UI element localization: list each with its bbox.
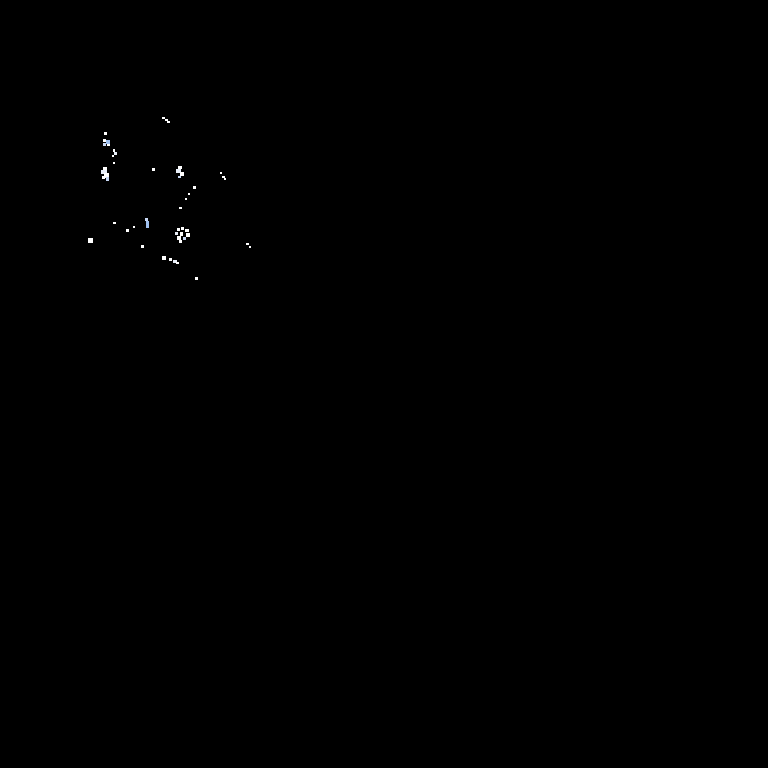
- mask-blob: [102, 176, 105, 179]
- mask-blob: [106, 140, 110, 144]
- mask-blob: [175, 232, 178, 235]
- mask-blob: [179, 207, 182, 209]
- mask-blob: [188, 193, 190, 195]
- mask-blob: [112, 155, 114, 157]
- mask-blob: [180, 172, 184, 176]
- mask-blob: [183, 237, 186, 240]
- mask-blob: [186, 233, 190, 237]
- mask-blob: [178, 176, 181, 178]
- mask-blob: [179, 240, 182, 243]
- mask-blob: [185, 229, 189, 232]
- mask-blob: [173, 260, 177, 263]
- mask-blob: [222, 176, 225, 178]
- mask-blob: [106, 177, 109, 181]
- mask-blob: [101, 170, 107, 174]
- mask-blob: [180, 232, 183, 236]
- mask-blob: [178, 166, 182, 169]
- mask-blob: [145, 218, 148, 221]
- mask-blob: [165, 119, 168, 121]
- mask-blob: [146, 221, 149, 228]
- mask-blob: [103, 167, 107, 170]
- mask-blob: [104, 173, 109, 178]
- mask-blob: [141, 245, 144, 248]
- mask-blob: [176, 262, 179, 264]
- mask-blob: [176, 169, 181, 173]
- mask-blob: [181, 227, 184, 230]
- mask-blob: [162, 117, 165, 119]
- mask-blob: [113, 149, 115, 152]
- mask-blob: [107, 144, 110, 146]
- mask-blob: [177, 228, 180, 231]
- mask-blob: [113, 222, 116, 224]
- mask-blob: [104, 132, 107, 135]
- mask-blob: [152, 168, 155, 171]
- mask-blob: [103, 143, 106, 146]
- mask-blob: [249, 246, 251, 248]
- mask-blob: [113, 162, 115, 164]
- mask-blob: [88, 238, 93, 243]
- mask-blob: [126, 229, 129, 232]
- mask-blob: [162, 256, 166, 260]
- mask-blob: [169, 258, 172, 261]
- mask-blob: [195, 277, 198, 280]
- mask-blob: [193, 186, 196, 189]
- mask-blob: [114, 152, 117, 155]
- mask-blob: [133, 226, 135, 228]
- mask-blob: [220, 172, 222, 174]
- mask-blob: [185, 198, 187, 200]
- mask-blob: [224, 178, 226, 180]
- mask-blob: [246, 243, 249, 245]
- mask-blob: [177, 236, 181, 240]
- mask-blob: [167, 121, 170, 123]
- mask-blob: [103, 139, 106, 142]
